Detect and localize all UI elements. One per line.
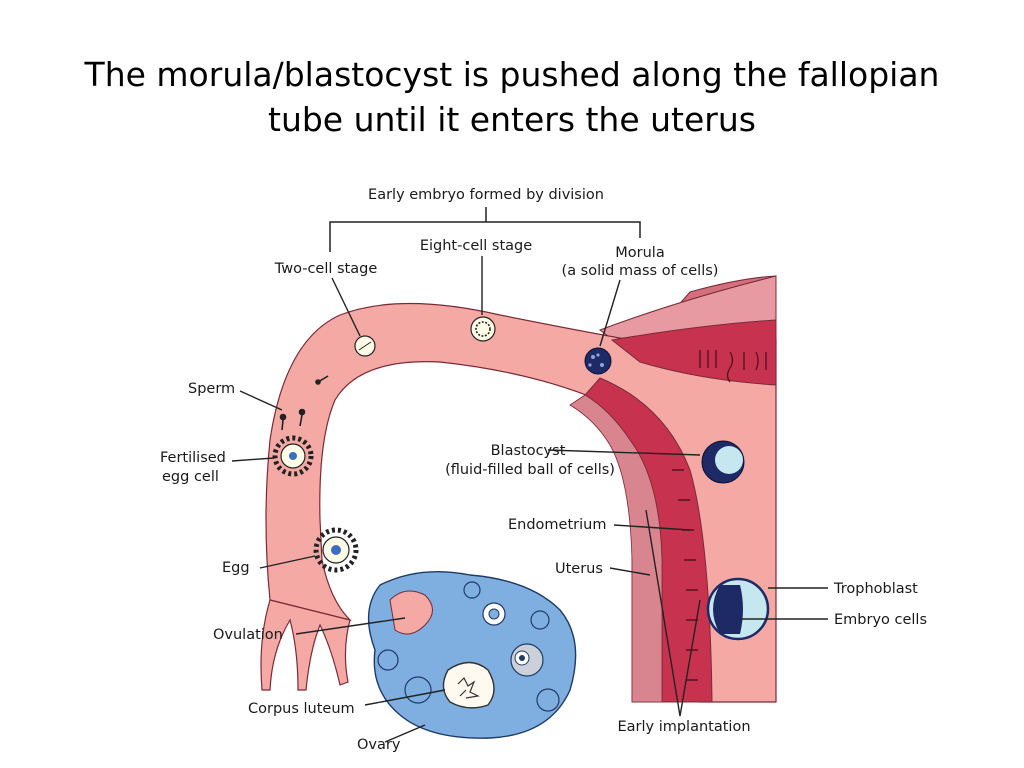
label-corpus-luteum: Corpus luteum xyxy=(248,701,355,717)
implanting-embryo xyxy=(706,577,770,641)
follicles xyxy=(377,581,560,712)
label-egg-cell: egg cell xyxy=(162,469,219,485)
label-early-embryo: Early embryo formed by division xyxy=(368,187,604,203)
mature-follicle xyxy=(510,643,544,677)
corpus-luteum xyxy=(442,661,495,709)
label-early-implantation: Early implantation xyxy=(617,719,750,735)
fertilised-egg-cell xyxy=(272,435,314,477)
morula-cell xyxy=(584,347,612,375)
label-morula: Morula xyxy=(615,245,664,261)
label-blastocyst: Blastocyst xyxy=(491,443,566,459)
label-eight-cell-stage: Eight-cell stage xyxy=(420,238,532,254)
label-ovulation: Ovulation xyxy=(213,627,283,643)
egg-cell xyxy=(313,527,359,573)
uterus-upper-lining xyxy=(610,319,777,386)
developing-follicle xyxy=(482,602,506,626)
blastocyst-cell xyxy=(701,440,745,484)
label-sperm: Sperm xyxy=(188,381,235,397)
label-uterus: Uterus xyxy=(555,561,603,577)
label-egg: Egg xyxy=(222,560,250,576)
title-line-1: The morula/blastocyst is pushed along th… xyxy=(84,55,940,94)
embryo-bracket xyxy=(329,207,641,252)
uterus-inner-band xyxy=(569,394,663,703)
label-blastocyst-desc: (fluid-filled ball of cells) xyxy=(445,462,615,478)
slide-title: The morula/blastocyst is pushed along th… xyxy=(0,52,1024,142)
sperm-cells xyxy=(279,375,329,431)
label-morula-desc: (a solid mass of cells) xyxy=(562,263,719,279)
label-two-cell-stage: Two-cell stage xyxy=(274,261,378,277)
label-embryo-cells: Embryo cells xyxy=(834,612,927,628)
fimbriae xyxy=(260,599,351,691)
label-endometrium: Endometrium xyxy=(508,517,606,533)
ovulation-site xyxy=(389,590,433,635)
label-fertilised: Fertilised xyxy=(160,450,226,466)
label-ovary: Ovary xyxy=(357,737,401,753)
label-trophoblast: Trophoblast xyxy=(833,581,918,597)
title-line-2: tube until it enters the uterus xyxy=(268,100,756,139)
eight-cell-embryo xyxy=(470,316,496,342)
two-cell-embryo xyxy=(354,335,376,357)
leader-lines xyxy=(231,256,828,743)
